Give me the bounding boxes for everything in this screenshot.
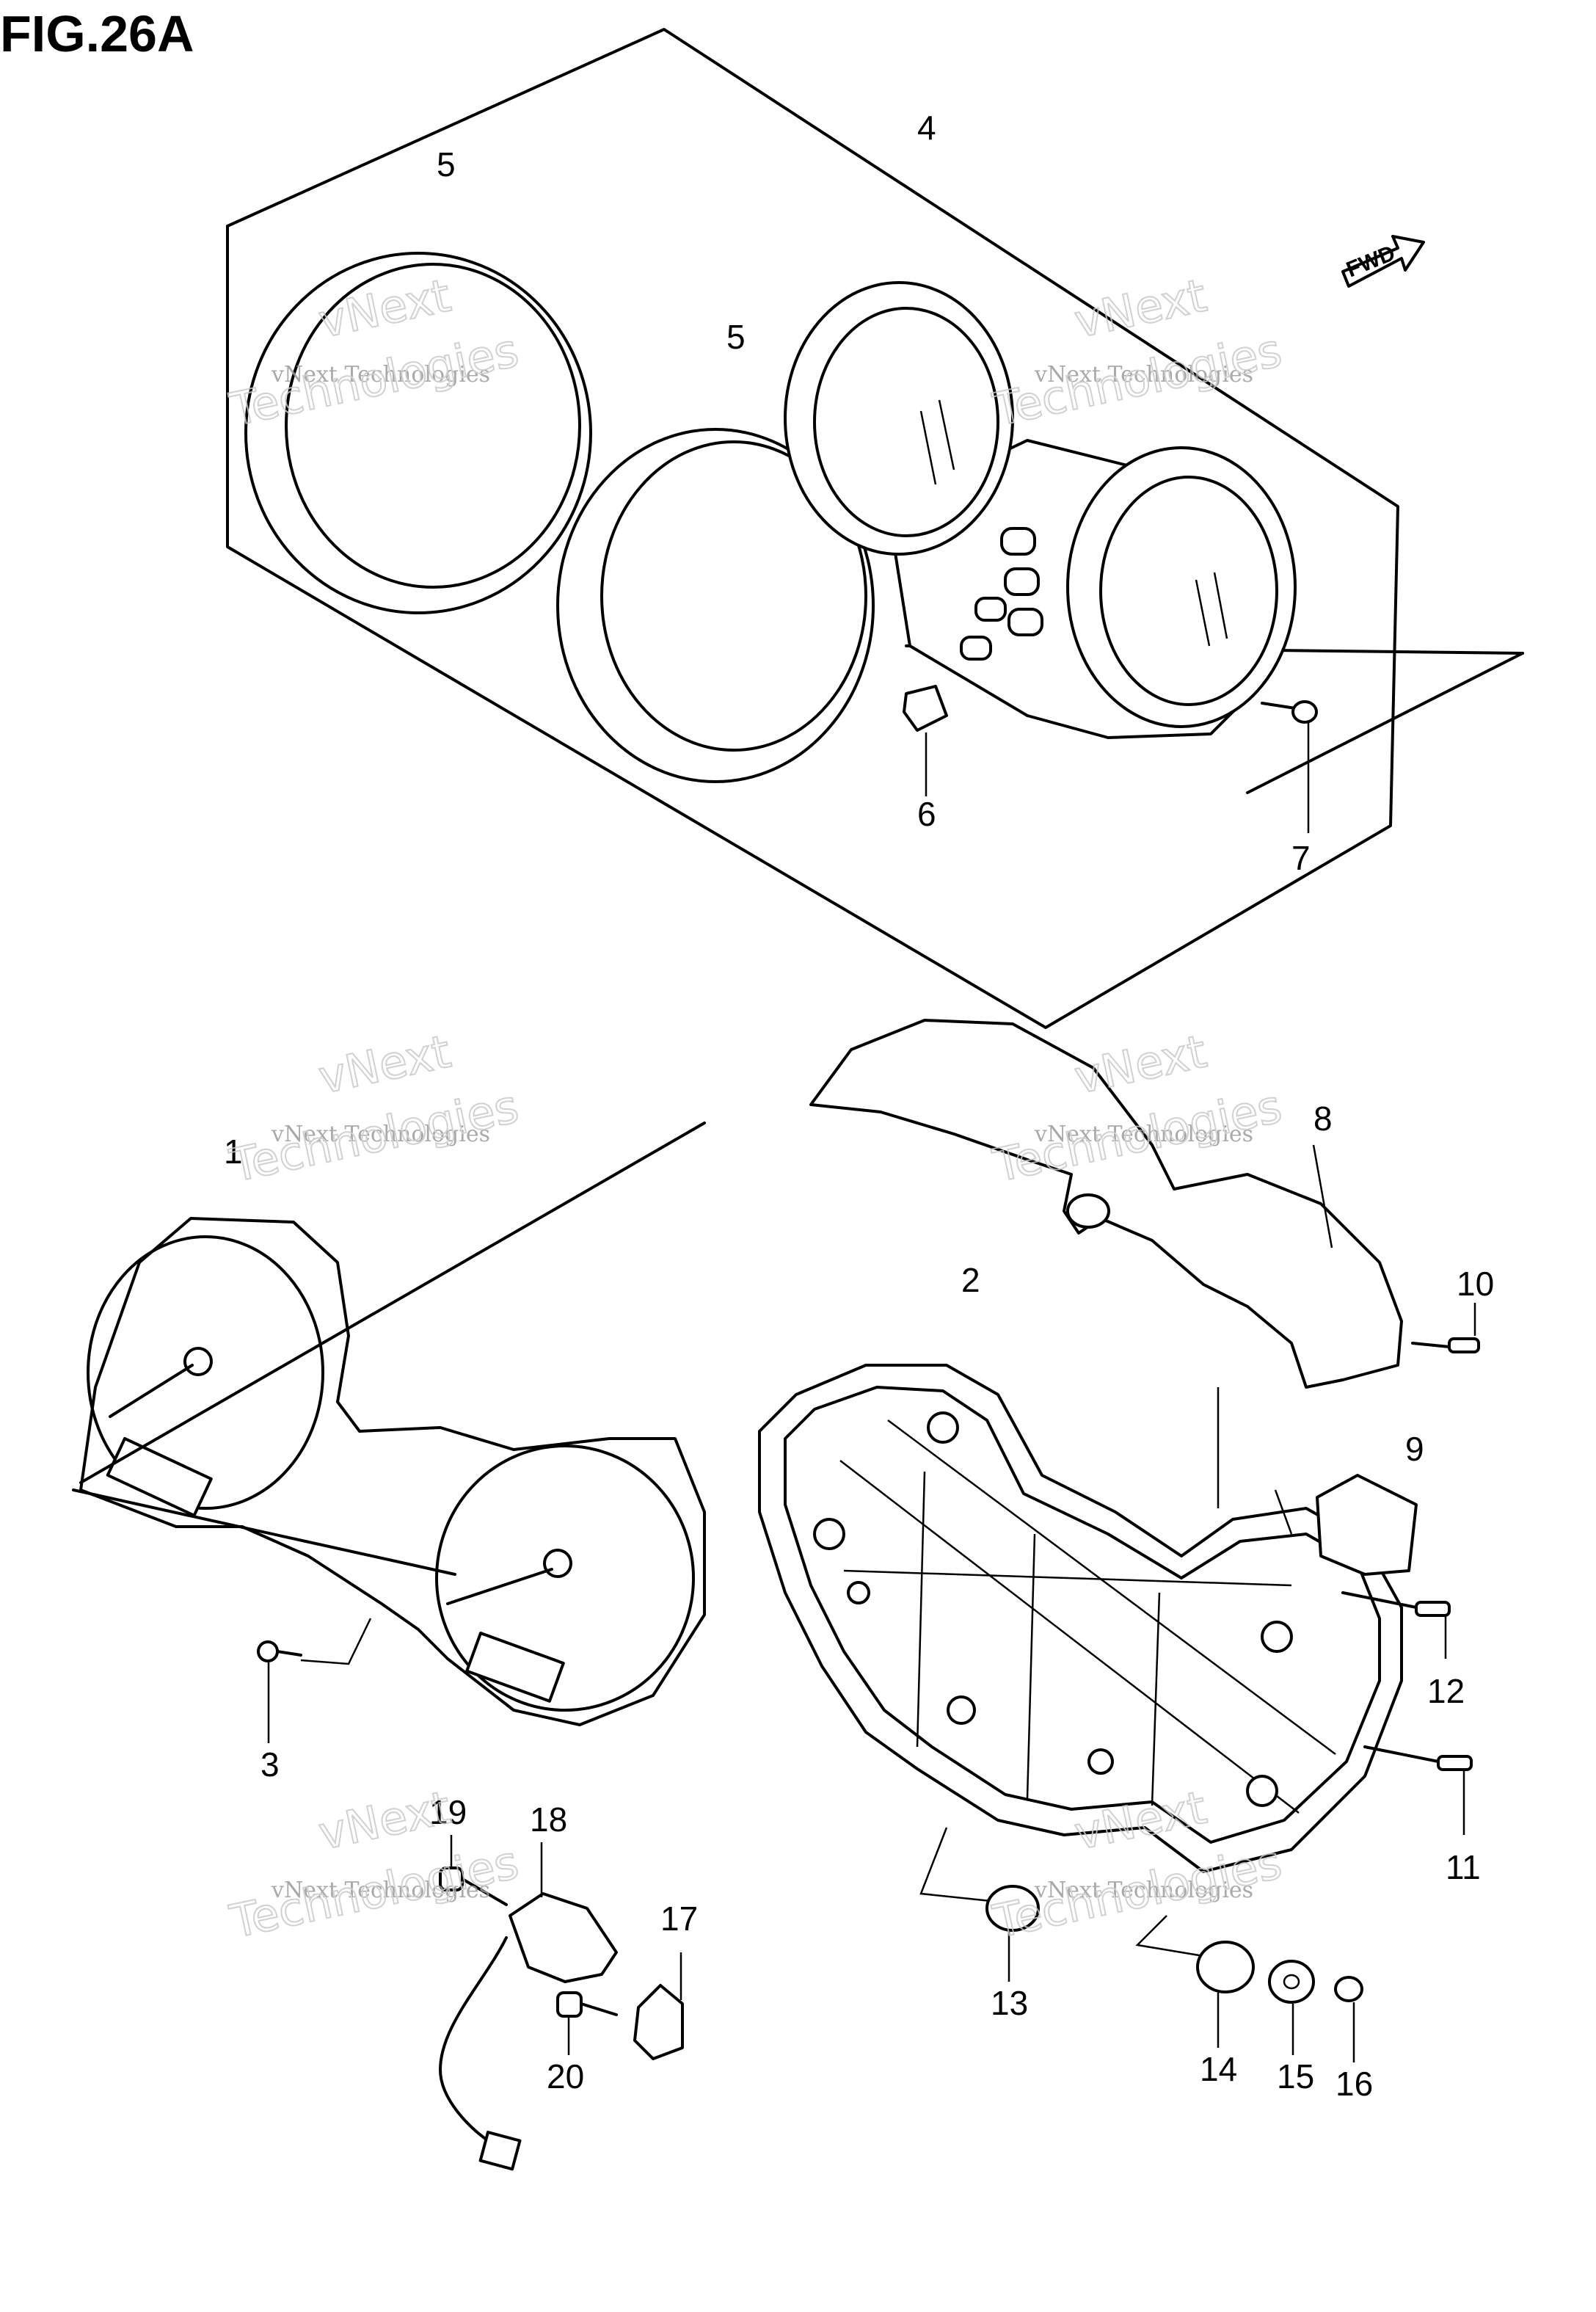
- callout-13: 13: [991, 1984, 1028, 2022]
- clip-item-6: [903, 685, 948, 796]
- callout-19: 19: [429, 1793, 467, 1831]
- callout-labels: 1 2 3 4 5 5 6 7 8 9 10 11 12 13 14 15 16…: [224, 109, 1494, 2103]
- grommet-item-13: [919, 1827, 1040, 1982]
- watermark-3-big-a: vNext: [314, 1025, 455, 1105]
- watermark-2-big-a: vNext: [1070, 269, 1211, 349]
- callout-16: 16: [1336, 2065, 1373, 2103]
- lens-ring-left: [244, 252, 592, 614]
- nut-item-16: [1334, 1976, 1363, 2062]
- callout-9: 9: [1405, 1430, 1424, 1468]
- screw-item-11: [1363, 1745, 1473, 1835]
- callout-5-middle: 5: [726, 318, 746, 356]
- callout-4: 4: [917, 109, 936, 147]
- watermark-6-big-b: Technologies: [988, 1835, 1286, 1948]
- watermark-6: vNext Technologies: [1034, 1877, 1253, 1903]
- meter-assembly-item-1: [72, 1122, 706, 1726]
- watermark-4: vNext Technologies: [1034, 1122, 1253, 1147]
- callout-8: 8: [1313, 1099, 1333, 1138]
- meter-cover-item-8: [809, 1019, 1403, 1389]
- callout-11: 11: [1446, 1848, 1481, 1886]
- instrument-case: [784, 281, 1297, 739]
- callout-1: 1: [224, 1133, 243, 1171]
- watermark-3: vNext Technologies: [271, 1122, 490, 1147]
- screw-item-3: [257, 1618, 372, 1743]
- lens-ring-middle: [556, 428, 875, 783]
- fwd-arrow-icon: FWD: [1341, 235, 1425, 288]
- watermark-2: vNext Technologies: [1034, 362, 1253, 388]
- meter-case-item-2: [758, 1364, 1403, 1873]
- callout-5-left: 5: [437, 145, 456, 183]
- watermark-3-big-b: Technologies: [225, 1079, 523, 1192]
- callout-3: 3: [260, 1745, 280, 1784]
- watermark-5-big-b: Technologies: [225, 1835, 523, 1948]
- callout-15: 15: [1277, 2057, 1314, 2095]
- callout-6: 6: [917, 795, 936, 833]
- bulb-socket-item-18: [439, 1842, 618, 2171]
- screw-item-7: [1261, 700, 1318, 833]
- callout-10: 10: [1457, 1265, 1494, 1303]
- bulb-item-20: [556, 1991, 618, 2055]
- callout-17: 17: [660, 1900, 698, 1938]
- callout-20: 20: [547, 2057, 584, 2095]
- callout-14: 14: [1200, 2050, 1237, 2088]
- watermark-1: vNext Technologies: [271, 362, 490, 388]
- callout-12: 12: [1427, 1672, 1465, 1710]
- screw-item-10: [1411, 1303, 1480, 1353]
- screw-item-12: [1341, 1591, 1451, 1659]
- figure-title: FIG.26A: [0, 5, 194, 62]
- watermark-4-big-a: vNext: [1070, 1025, 1211, 1105]
- callout-7: 7: [1291, 839, 1311, 877]
- watermark-5: vNext Technologies: [271, 1877, 490, 1903]
- washer-item-15: [1268, 1960, 1315, 2055]
- connector-item-9: [1274, 1474, 1418, 1576]
- callout-18: 18: [530, 1800, 567, 1839]
- watermark-2-big-b: Technologies: [988, 323, 1286, 436]
- callout-2: 2: [961, 1261, 980, 1299]
- watermark-5-big-a: vNext: [314, 1781, 455, 1861]
- grommet-item-14: [1135, 1915, 1255, 2048]
- socket-item-17: [633, 1952, 684, 2060]
- bulb-item-19: [439, 1835, 508, 1906]
